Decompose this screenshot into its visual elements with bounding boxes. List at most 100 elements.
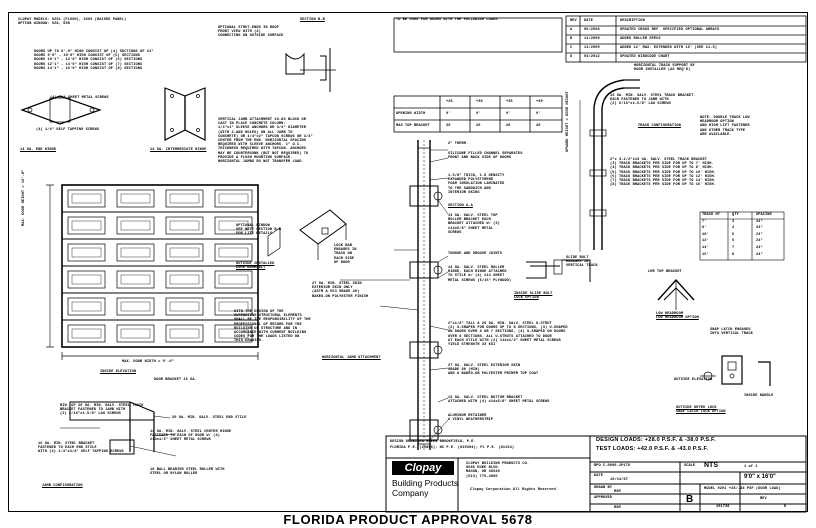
- door-panel: [67, 189, 106, 208]
- door-panel: [116, 216, 155, 235]
- strut-note: OPTIONAL STRUT-ENDS IN ROOF FRONT VIEW W…: [218, 26, 284, 39]
- engineer-line-2: FLORIDA P.E. (29856); NC P.E. (029304); …: [390, 446, 515, 450]
- table-cell: A: [570, 28, 573, 32]
- table-cell: 20: [506, 124, 511, 128]
- model-note: CLOPAY MODELS: 9201 (FLUSH), 9203 (RAISE…: [18, 18, 127, 27]
- door-cross-section: [409, 140, 443, 450]
- table-cell: 24": [756, 232, 763, 237]
- table-cell: 9': [446, 112, 451, 116]
- table-header: TRACK HT: [702, 213, 721, 217]
- door-panel: [67, 297, 106, 316]
- table-cell: 4: [732, 226, 735, 231]
- door-panel: [116, 243, 155, 262]
- drawn-by-value: RSM: [614, 490, 621, 494]
- sheet-size: B: [686, 494, 694, 505]
- tongue-groove-note: TONGUE AND GROOVE JOINTS: [448, 252, 503, 256]
- door-panel-inner: [169, 301, 200, 312]
- track-detail-small: [562, 259, 591, 282]
- date-value: 10/14/07: [610, 478, 629, 482]
- door-panel-inner: [169, 247, 200, 258]
- table-header: +35: [506, 100, 513, 104]
- upward-height-label: UPWARD HEIGHT = DOOR HEIGHT: [566, 91, 570, 152]
- table-cell: 03/2012: [584, 55, 600, 59]
- section-b-title: SECTION B-B: [300, 18, 325, 22]
- max-width-label: MAX. DOOR WIDTH = 9'-0": [122, 360, 174, 364]
- roller-bracket-note: 13 GA. GALV. STEEL TOP ROLLER BRACKET EA…: [448, 214, 500, 235]
- table-cell: 7': [702, 219, 707, 224]
- table-cell: 24": [756, 226, 763, 231]
- center-hinge-note: 14 GA. MIN. GALV. STEEL CENTER HINGE FAS…: [150, 430, 232, 443]
- sheet-number: 1 of 1: [744, 465, 758, 469]
- table-cell: 14': [702, 246, 709, 250]
- section-bb-drawing: [285, 48, 336, 92]
- table-header: DESCRIPTION: [620, 19, 645, 23]
- table-cell: UPDATED WINDCODE CHART: [620, 55, 670, 59]
- load-notes-title: TO BE USED FOR DOORS WITH THE FOLLOWING …: [396, 18, 500, 22]
- table-cell: 24": [756, 246, 763, 250]
- door-panel: [67, 243, 106, 262]
- scale-label: SCALE: [684, 464, 696, 468]
- company-tagline-1: Building Products: [392, 478, 459, 488]
- scale-value: NTS: [704, 462, 718, 469]
- table-cell: UPDATED CROSS REF. SPECIFIED OPTIONAL AR…: [620, 28, 720, 32]
- door-panel-inner: [169, 274, 200, 285]
- door-panel-inner: [120, 220, 151, 231]
- table-cell: 20: [536, 124, 541, 128]
- approval-title: FLORIDA PRODUCT APPROVAL 5678: [283, 512, 533, 527]
- track-bracket-jamb-note: MIN. OF 20 GA. MIN. GALV. STEEL TRACK BR…: [60, 404, 144, 417]
- jamb-attachment-note: VERTICAL JAMB ATTACHMENT 10-80 BLOCK OR …: [218, 118, 313, 165]
- table-cell: 10': [702, 232, 709, 237]
- door-panel: [165, 243, 204, 262]
- outside-elevation-label: OUTSIDE ELEVATION: [674, 378, 713, 382]
- slide-bolt-option-title: INSIDE SLIDE BOLT LOCK OPTION: [514, 292, 553, 301]
- door-panel-inner: [120, 328, 151, 339]
- door-panel-inner: [120, 301, 151, 312]
- door-panel-inner: [169, 328, 200, 339]
- door-elevation: [61, 184, 259, 348]
- door-panel-inner: [218, 247, 249, 258]
- structural-note: WITH THE DESIGN OF THE SUPPORTING STRUCT…: [234, 310, 311, 344]
- table-cell: 24": [756, 252, 763, 257]
- roller-note: 10 BALL BEARING STEEL ROLLER WITH STEEL …: [150, 468, 225, 477]
- sheet-metal-screws-label: (4) #14 SHEET METAL SCREWS: [50, 96, 109, 100]
- table-cell: 11/2009: [584, 37, 600, 41]
- door-panel: [214, 270, 253, 289]
- rpo-number: RPO C-0000-1P178: [594, 464, 631, 468]
- door-panel-inner: [218, 274, 249, 285]
- table-cell: 9': [476, 112, 481, 116]
- door-panel: [67, 216, 106, 235]
- door-panel: [116, 324, 155, 343]
- table-cell: 20: [446, 124, 451, 128]
- company-address: CLOPAY BUILDING PRODUCTS CO. 8585 DUKE B…: [466, 462, 530, 479]
- bottom-fix-note: 16 GA. MIN. STEEL BRACKET FASTENED TO EA…: [38, 442, 124, 455]
- table-cell: ADDED ROLLER SPECS: [620, 37, 661, 41]
- door-panel-inner: [71, 220, 102, 231]
- keyed-lock-title: OUTSIDE KEYED LOCK SNAP LATCH LOCK OPTIO…: [676, 406, 726, 415]
- lock-assembly-label: OUTSIDE INSTALLED LOCK ASSEMBLY: [236, 262, 275, 271]
- door-panel-inner: [120, 274, 151, 285]
- table-cell: 8': [702, 226, 707, 231]
- door-panel: [165, 189, 204, 208]
- door-panel-inner: [71, 274, 102, 285]
- door-panel: [214, 189, 253, 208]
- test-loads: TEST LOADS: +42.0 P.S.F. & -43.0 P.S.F.: [596, 446, 709, 452]
- jamb-config-label: JAMB CONFIGURATION: [42, 484, 83, 488]
- self-tapping-label: (4) 1/4" SELF TAPPING SCREWS: [36, 128, 100, 132]
- table-header: REV: [570, 19, 577, 23]
- rev-label: REV: [760, 497, 767, 501]
- table-header: +25: [446, 100, 453, 104]
- lock-bar-note: LOCK BAR ENGAGES IN TRACK ON EACH SIDE O…: [334, 244, 357, 265]
- load-table-frame: [393, 17, 563, 133]
- door-panel-inner: [218, 301, 249, 312]
- door-panel-inner: [120, 247, 151, 258]
- intermediate-hinge-drawing: [164, 87, 206, 141]
- table-cell: ADDED 12' MAX. EXTENDED WITH 16' (SEE 11…: [620, 46, 718, 50]
- door-panel: [165, 216, 204, 235]
- table-header: +30: [476, 100, 483, 104]
- door-panel-inner: [71, 193, 102, 204]
- window-option-drawing: [267, 227, 281, 257]
- table-cell: 6: [732, 239, 735, 244]
- door-panel: [214, 216, 253, 235]
- table-cell: B: [570, 37, 573, 41]
